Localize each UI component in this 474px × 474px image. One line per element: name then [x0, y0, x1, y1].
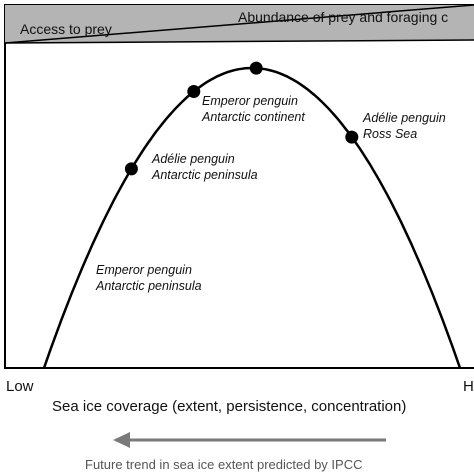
- x-tick-high: H: [463, 378, 474, 395]
- label-emperor-continent-2: Antarctic continent: [201, 110, 305, 124]
- label-adelie-ross-2: Ross Sea: [363, 127, 417, 141]
- x-axis-label: Sea ice coverage (extent, persistence, c…: [52, 398, 406, 415]
- banner-right-label: Abundance of prey and foraging c: [238, 9, 448, 25]
- trend-arrow-head: [113, 432, 130, 448]
- label-emperor-peninsula-2: Antarctic peninsula: [95, 279, 202, 293]
- marker-adelie-peninsula: [187, 85, 201, 98]
- label-adelie-peninsula-1: Adélie penguin: [151, 152, 235, 166]
- banner-bottom-line: [4, 39, 474, 44]
- banner-diagonal-line: [4, 4, 474, 44]
- marker-emperor-continent: [249, 61, 263, 75]
- label-emperor-peninsula-1: Emperor penguin: [96, 263, 192, 277]
- label-adelie-ross-1: Adélie penguin: [362, 111, 446, 125]
- trend-label: Future trend in sea ice extent predicted…: [85, 457, 362, 472]
- x-tick-low: Low: [6, 378, 34, 395]
- marker-emperor-peninsula: [124, 162, 138, 176]
- label-adelie-peninsula-2: Antarctic peninsula: [151, 168, 258, 182]
- banner-left-label: Access to prey: [20, 21, 112, 37]
- marker-adelie-ross: [345, 130, 359, 144]
- plot-frame: [4, 4, 474, 369]
- marker-group: [124, 61, 359, 176]
- label-emperor-continent-1: Emperor penguin: [202, 94, 298, 108]
